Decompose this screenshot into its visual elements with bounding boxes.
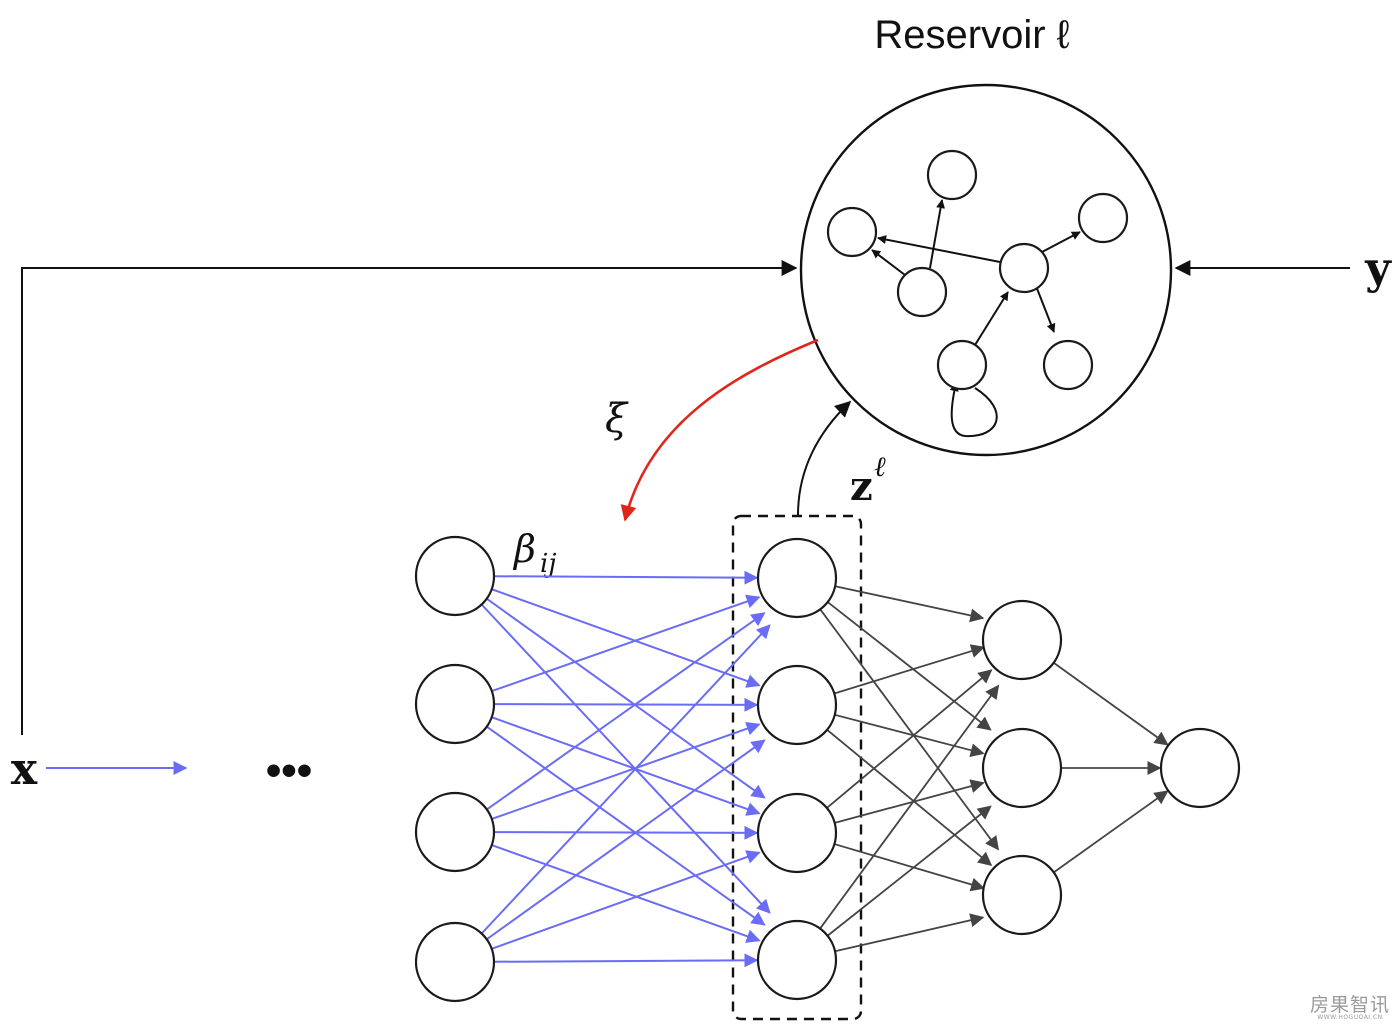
hidden-layer-node [981, 727, 1063, 809]
beta-weight-edge [486, 725, 766, 926]
beta-weight-edge [480, 624, 771, 935]
hidden-edge [826, 805, 992, 937]
reservoir-edge [877, 235, 1001, 263]
z-layer-node [756, 537, 838, 619]
y-label: y [1364, 243, 1392, 294]
reservoir-node [998, 242, 1050, 294]
reservoir-node [826, 206, 878, 258]
xi-feedback-arrow [620, 338, 819, 522]
beta-weight-edge [491, 844, 761, 943]
reservoir-edge [974, 291, 1009, 346]
hidden-edge [834, 913, 985, 953]
hidden-edge [826, 729, 993, 866]
beta-weight-edge [493, 825, 759, 840]
ellipsis: ••• [266, 746, 312, 795]
hidden-edge [827, 601, 992, 731]
x-to-reservoir-line [21, 260, 798, 735]
watermark: 房果智讯 WWW.HOGUOAI.CN [1310, 996, 1390, 1021]
reservoir-edge [871, 249, 906, 276]
hidden-layer-node [981, 599, 1063, 681]
beta-weight-edge [486, 597, 766, 799]
reservoir-edge [929, 199, 946, 269]
reservoir-edge [1041, 231, 1081, 253]
input-layer-node [414, 663, 496, 745]
network-layers [414, 535, 1241, 1003]
hidden-edge [826, 669, 993, 809]
z-layer-node [756, 792, 838, 874]
beta-weight-edge [491, 850, 761, 950]
hidden-edge [834, 713, 985, 758]
reservoir-self-loop [949, 382, 998, 438]
z-layer-node [756, 664, 838, 746]
hidden-edge [834, 843, 985, 892]
z-to-reservoir-arrow [797, 400, 852, 516]
hidden-layer-node [981, 854, 1063, 936]
reservoir-nodes [826, 149, 1129, 391]
reservoir-node [1042, 339, 1094, 391]
beta-weight-edge [480, 603, 771, 914]
hidden-edge [819, 608, 1000, 851]
z-layer-node [756, 919, 838, 1001]
input-layer-node [414, 535, 496, 617]
beta-base: β [512, 527, 536, 571]
reservoir-title: Reservoir ℓ [874, 13, 1069, 57]
watermark-main: 房果智讯 [1309, 994, 1390, 1016]
xi-label: ξ [605, 396, 629, 442]
z-superscript: ℓ [874, 450, 886, 483]
input-to-z-edges [480, 570, 771, 968]
reservoir-node [896, 266, 948, 318]
watermark-sub: WWW.HOGUOAI.CN [1317, 1014, 1383, 1021]
reservoir-node [1077, 192, 1129, 244]
beta-weight-edge [493, 697, 759, 712]
hidden-edge [834, 779, 985, 824]
z-label: z ℓ [850, 450, 886, 510]
reservoir-node [936, 339, 988, 391]
output-node [1159, 727, 1241, 809]
beta-weight-edge [491, 716, 761, 816]
beta-weight-edge [491, 588, 761, 688]
beta-label: β ij [512, 527, 556, 579]
reservoir-edge [1035, 285, 1056, 333]
beta-weight-edge [493, 570, 759, 585]
beta-weight-edge [486, 612, 766, 811]
hidden-edge [834, 585, 985, 623]
readout-edges [819, 585, 1169, 953]
beta-subscript: ij [540, 549, 556, 579]
beta-weight-edge [491, 594, 761, 693]
hidden-edge [819, 684, 1000, 930]
beta-weight-edge [491, 721, 761, 820]
reservoir-circle [799, 83, 1173, 457]
beta-weight-edge [486, 739, 766, 941]
output-edge [1053, 662, 1169, 746]
output-edge [1053, 790, 1169, 874]
input-layer-node [414, 791, 496, 873]
reservoir-node [926, 149, 978, 201]
z-base: z [850, 463, 873, 510]
reservoir-internal-edges [871, 199, 1081, 438]
input-layer-node [414, 921, 496, 1003]
x-label: x [11, 744, 38, 795]
hidden-edge [833, 644, 986, 695]
z-layer-dashed-box [731, 514, 863, 1021]
beta-weight-edge [493, 953, 759, 968]
